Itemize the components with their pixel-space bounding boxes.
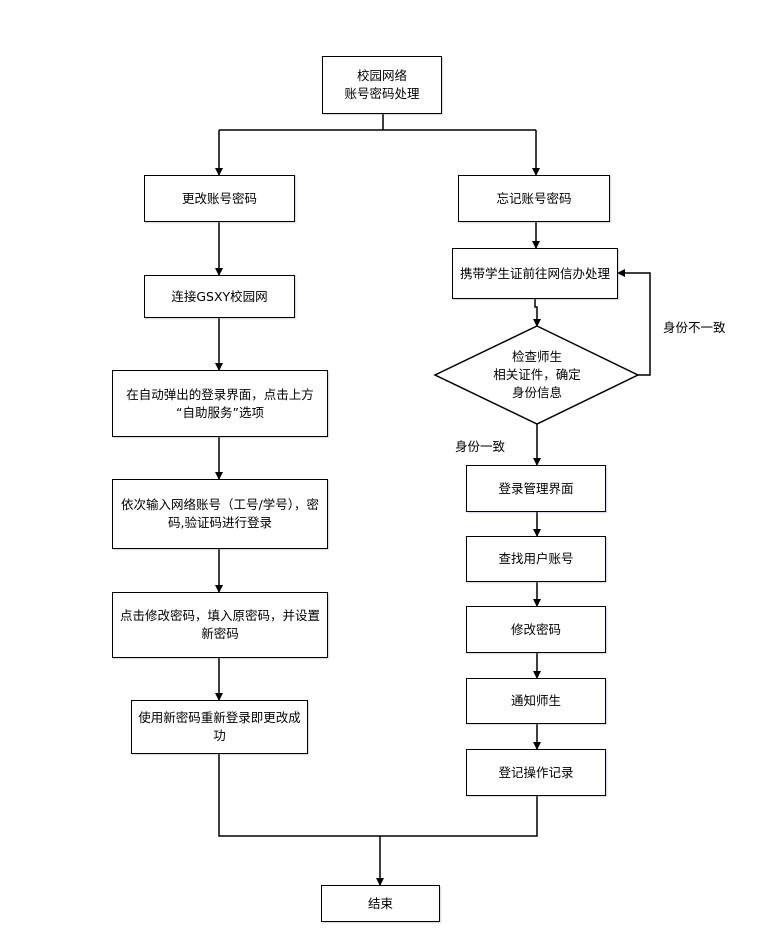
node-label: 携带学生证前往网信办处理 bbox=[459, 265, 610, 281]
start-node-label: 校园网络 账号密码处理 bbox=[344, 68, 420, 101]
edge-merge bbox=[218, 754, 538, 837]
start-node: 校园网络 账号密码处理 bbox=[322, 56, 442, 114]
node-label: 连接GSXY校园网 bbox=[171, 288, 268, 304]
node-forgot-password: 忘记账号密码 bbox=[458, 175, 610, 222]
edge-label-mismatch: 身份不一致 bbox=[663, 320, 726, 335]
node-modify-password: 点击修改密码，填入原密码，并设置 新密码 bbox=[112, 592, 328, 658]
node-log-operation: 登记操作记录 bbox=[466, 749, 606, 796]
node-label: 通知师生 bbox=[510, 693, 561, 708]
node-label: 登录管理界面 bbox=[498, 480, 574, 496]
node-bring-student-id: 携带学生证前往网信办处理 bbox=[452, 248, 618, 299]
node-admin-login: 登录管理界面 bbox=[466, 465, 606, 512]
node-relogin: 使用新密码重新登录即更改成 功 bbox=[131, 700, 308, 754]
node-find-user: 查找用户账号 bbox=[466, 536, 606, 582]
decision-check-identity: 检查师生 相关证件，确定 身份信息 bbox=[470, 340, 604, 410]
node-change-password: 更改账号密码 bbox=[144, 175, 295, 222]
decision-label: 检查师生 相关证件，确定 身份信息 bbox=[493, 349, 581, 400]
node-connect-gsxy: 连接GSXY校园网 bbox=[144, 275, 295, 318]
node-label: 登记操作记录 bbox=[498, 764, 574, 780]
node-self-service: 在自动弹出的登录界面，点击上方 “自助服务”选项 bbox=[112, 370, 328, 437]
node-notify: 通知师生 bbox=[466, 678, 606, 724]
edge-mismatch-loop bbox=[617, 269, 651, 376]
edge-bringid-check bbox=[533, 299, 541, 327]
decision-diamond-shape bbox=[433, 325, 640, 425]
end-node: 结束 bbox=[321, 885, 440, 922]
node-label: 忘记账号密码 bbox=[496, 190, 572, 206]
node-label: 更改账号密码 bbox=[181, 190, 257, 206]
node-label: 使用新密码重新登录即更改成 功 bbox=[138, 710, 301, 743]
edge-label-match: 身份一致 bbox=[455, 439, 506, 454]
node-change-pw: 修改密码 bbox=[466, 606, 606, 653]
node-label: 查找用户账号 bbox=[498, 551, 574, 566]
node-label: 点击修改密码，填入原密码，并设置 新密码 bbox=[119, 608, 320, 641]
node-login: 依次输入网络账号（工号/学号），密 码,验证码进行登录 bbox=[112, 479, 328, 549]
end-node-label: 结束 bbox=[367, 895, 393, 911]
node-label: 依次输入网络账号（工号/学号），密 码,验证码进行登录 bbox=[121, 497, 319, 530]
node-label: 修改密码 bbox=[510, 621, 561, 637]
node-label: 在自动弹出的登录界面，点击上方 “自助服务”选项 bbox=[126, 386, 314, 420]
